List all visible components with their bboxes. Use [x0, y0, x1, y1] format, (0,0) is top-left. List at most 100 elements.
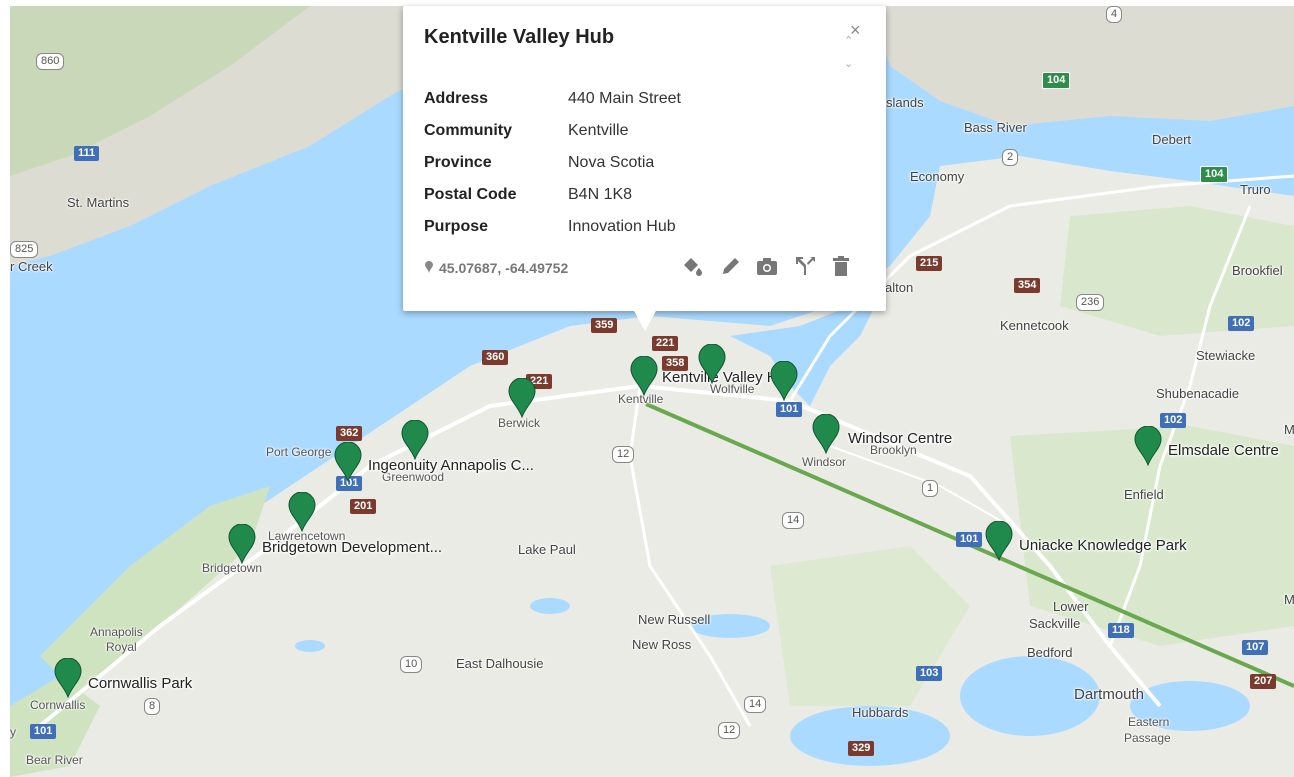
route-shield-329: 329: [848, 741, 875, 756]
place-cornwallis: Cornwallis: [30, 698, 86, 712]
info-window: Kentville Valley Hub ⌃ ⌄ × Address 440 M…: [403, 6, 886, 331]
marker-label: Ingeonuity Annapolis C...: [368, 457, 534, 474]
map-pin-icon: [1134, 425, 1162, 467]
map-pin-icon: [985, 520, 1013, 562]
field-label: Purpose: [424, 218, 489, 235]
route-shield-118: 118: [1108, 623, 1134, 638]
route-shield-359: 359: [591, 318, 618, 333]
place-alton: alton: [885, 280, 914, 295]
info-window-title: Kentville Valley Hub: [424, 26, 615, 48]
marker-lawrencetown[interactable]: [288, 491, 316, 533]
marker-ingeonuity-annapolis[interactable]: [334, 441, 362, 483]
marker-greenwood[interactable]: [401, 419, 429, 461]
place-greenwood: Greenwood: [382, 470, 445, 484]
map-pin-icon: [630, 355, 658, 397]
info-scroll-arrows[interactable]: ⌃ ⌄: [844, 34, 860, 74]
route-shield-4: 4: [1106, 6, 1123, 23]
camera-icon[interactable]: [755, 256, 779, 280]
place-kennetcook: Kennetcook: [1000, 318, 1069, 333]
place-lake-paul: Lake Paul: [518, 542, 576, 557]
close-icon[interactable]: ×: [850, 20, 861, 40]
route-shield-860: 860: [36, 53, 65, 70]
place-brookfield: Brookfiel: [1232, 263, 1283, 278]
place-dartmouth: Dartmouth: [1074, 686, 1145, 703]
place-new-russell: New Russell: [638, 612, 711, 627]
place-royal: Royal: [106, 640, 137, 654]
marker-berwick[interactable]: [508, 377, 536, 419]
scroll-down-icon[interactable]: ⌄: [844, 58, 854, 70]
route-shield-12a: 12: [612, 446, 635, 463]
route-shield-14: 14: [782, 512, 805, 529]
field-province: Province Nova Scotia: [424, 154, 844, 178]
route-shield-14b: 14: [744, 696, 767, 713]
field-value: Kentville: [568, 122, 629, 139]
field-purpose: Purpose Innovation Hub: [424, 218, 844, 242]
route-shield-101a: 101: [776, 402, 803, 417]
place-creek: r Creek: [10, 259, 53, 274]
info-window-tail: [633, 309, 657, 331]
place-bass-river: Bass River: [964, 120, 1027, 135]
map-pin-icon: [770, 360, 798, 402]
directions-icon[interactable]: [793, 256, 817, 280]
route-shield-360: 360: [482, 350, 509, 365]
route-shield-101d: 101: [30, 724, 57, 739]
marker-windsor-centre[interactable]: [812, 413, 840, 455]
place-sackville: Sackville: [1029, 616, 1081, 631]
field-value: Innovation Hub: [568, 218, 676, 235]
route-shield-111: 111: [74, 146, 100, 161]
map-pin-icon: [698, 343, 726, 385]
route-shield-102a: 102: [1228, 316, 1255, 331]
place-eastern: Eastern: [1128, 715, 1170, 729]
route-shield-201: 201: [350, 499, 377, 514]
field-value: Nova Scotia: [568, 154, 655, 171]
route-shield-221: 221: [652, 336, 679, 351]
paint-bucket-icon[interactable]: [680, 256, 704, 280]
marker-bridgetown-development[interactable]: [228, 523, 256, 565]
place-passage: Passage: [1124, 731, 1171, 745]
map-pin-icon: [288, 491, 316, 533]
place-kentville: Kentville: [618, 392, 664, 406]
route-shield-2: 2: [1002, 149, 1019, 166]
coordinates-text: 45.07687, -64.49752: [439, 260, 569, 276]
marker-label: Windsor Centre: [848, 430, 953, 447]
map-pin-icon: [54, 657, 82, 699]
marker-elmsdale-centre[interactable]: [1134, 425, 1162, 467]
route-shield-101b: 101: [336, 476, 363, 491]
place-lawrencetown: Lawrencetown: [268, 529, 346, 543]
map-pin-icon: [812, 413, 840, 455]
place-economy: Economy: [910, 169, 965, 184]
coordinates: 45.07687, -64.49752: [425, 260, 568, 276]
field-value: B4N 1K8: [568, 186, 633, 203]
map-pin-icon: [508, 377, 536, 419]
place-shubenacadie: Shubenacadie: [1156, 386, 1240, 401]
place-new-ross: New Ross: [632, 637, 692, 652]
place-y-edge: y: [10, 725, 16, 739]
scroll-up-icon[interactable]: ⌃: [844, 35, 854, 47]
place-annapolis: Annapolis: [90, 625, 143, 639]
field-label: Address: [424, 90, 489, 107]
marker-cornwallis-park[interactable]: [54, 657, 82, 699]
marker-hantsport[interactable]: [770, 360, 798, 402]
field-address: Address 440 Main Street: [424, 90, 844, 114]
route-shield-103: 103: [916, 666, 943, 681]
place-islands: slands: [886, 95, 924, 110]
pencil-icon[interactable]: [719, 256, 743, 280]
route-shield-362: 362: [336, 426, 363, 441]
place-bear-river: Bear River: [26, 753, 83, 767]
place-east-dalhousie: East Dalhousie: [456, 656, 544, 671]
place-bedford: Bedford: [1027, 645, 1073, 660]
route-shield-8: 8: [144, 698, 161, 715]
marker-wolfville[interactable]: [698, 343, 726, 385]
field-community: Community Kentville: [424, 122, 844, 146]
trash-icon[interactable]: [829, 256, 853, 280]
place-m-edge-2: M: [1284, 592, 1294, 607]
marker-kentville-valley-hub[interactable]: [630, 355, 658, 397]
marker-uniacke-knowledge-park[interactable]: [985, 520, 1013, 562]
route-shield-104a: 104: [1042, 72, 1071, 89]
route-shield-10: 10: [400, 656, 423, 673]
place-wolfville: Wolfville: [710, 382, 755, 396]
place-windsor: Windsor: [802, 455, 847, 469]
location-pin-icon: [425, 261, 433, 276]
route-shield-101c: 101: [956, 532, 983, 547]
place-berwick: Berwick: [498, 416, 541, 430]
